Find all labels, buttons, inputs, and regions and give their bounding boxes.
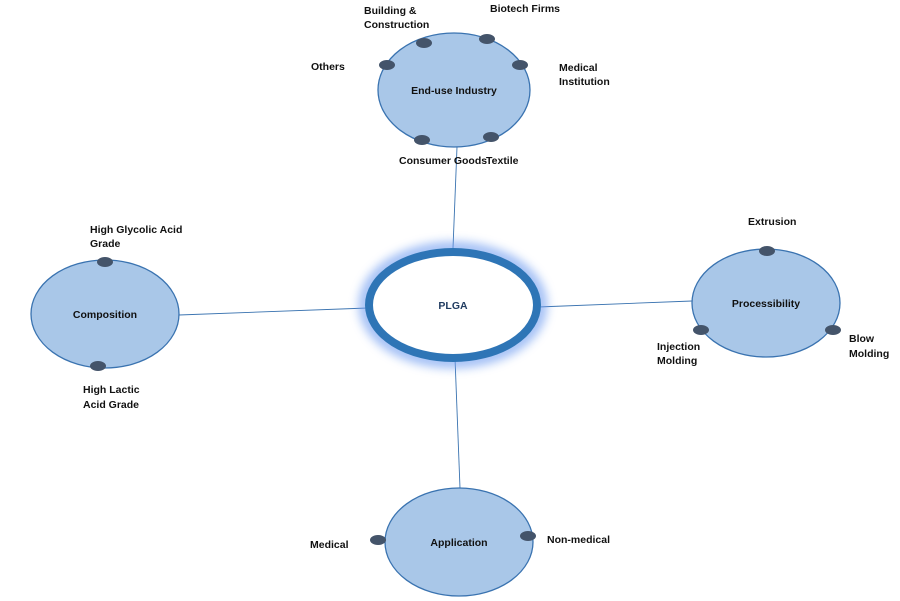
link-processibility (537, 300, 693, 308)
label-extrusion: Extrusion (748, 216, 796, 228)
dot-marker (512, 60, 528, 70)
label-non-medical: Non-medical (547, 534, 610, 546)
dot-marker (759, 246, 775, 256)
label-biotech: Biotech Firms (490, 3, 560, 15)
label-textile: Textile (486, 155, 519, 167)
label-building: Building &Construction (364, 5, 429, 31)
dot-marker (414, 135, 430, 145)
dot-marker (370, 535, 386, 545)
label-consumer-goods: Consumer Goods (399, 155, 487, 167)
dot-marker (90, 361, 106, 371)
dot-marker (379, 60, 395, 70)
node-label: Composition (73, 309, 137, 321)
link-application (454, 357, 461, 489)
dot-marker (825, 325, 841, 335)
dot-marker (693, 325, 709, 335)
label-medical: Medical (310, 539, 349, 551)
center-label: PLGA (438, 300, 468, 312)
dot-marker (520, 531, 536, 541)
node-application: Application Medical Non-medical (310, 487, 610, 597)
node-label: Application (430, 537, 487, 549)
dot-marker (416, 38, 432, 48)
label-others: Others (311, 61, 345, 73)
node-label: Processibility (732, 298, 800, 310)
center-node-plga: PLGA (359, 242, 547, 368)
dot-marker (479, 34, 495, 44)
node-label: End-use Industry (411, 85, 497, 97)
link-end-use (452, 146, 458, 249)
link-composition (178, 307, 369, 316)
dot-marker (483, 132, 499, 142)
dot-marker (97, 257, 113, 267)
node-end-use-industry: End-use Industry Building &Construction … (311, 3, 610, 167)
